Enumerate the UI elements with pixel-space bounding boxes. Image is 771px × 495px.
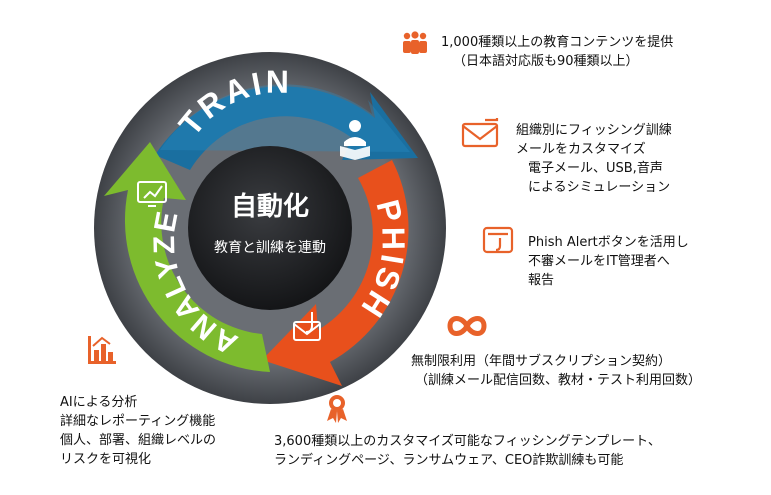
analytics-monitor-icon [137, 181, 167, 207]
center-hub [188, 146, 352, 310]
feature-custom-mail-line: によるシミュレーション [528, 180, 671, 195]
phish-arrow [262, 160, 409, 386]
people-group-icon [403, 31, 427, 54]
center-title: 自動化 [231, 191, 309, 222]
feature-templates-line: ランディングページ、ランサムウェア、CEO詐欺訓練も可能 [274, 453, 624, 468]
feature-unlimited-line: （訓練メール配信回数、教材・テスト利用回数） [415, 373, 702, 388]
feature-custom-mail-line: 組織別にフィッシング訓練 [516, 123, 672, 138]
phishing-mail-icon [293, 312, 321, 341]
feature-templates-line: 3,600種類以上のカスタマイズ可能なフィッシングテンプレート、 [274, 434, 661, 449]
feature-custom-mail-line: 電子メール、USB,音声 [528, 161, 663, 176]
award-ribbon-icon [327, 395, 347, 423]
feature-custom-mail-line: メールをカスタマイズ [516, 142, 646, 157]
feature-custom-mail-text: 組織別にフィッシング訓練 メールをカスタマイズ 電子メール、USB,音声 による… [516, 121, 672, 197]
feature-unlimited-line: 無制限利用（年間サブスクリプション契約） [411, 354, 672, 369]
feature-analysis-line: 個人、部署、組織レベルの [60, 433, 217, 448]
feature-analysis-line: 詳細なレポーティング機能 [60, 414, 216, 429]
infinity-icon [447, 316, 487, 336]
feature-templates-text: 3,600種類以上のカスタマイズ可能なフィッシングテンプレート、 ランディングペ… [274, 432, 661, 470]
feature-phish-alert-line: 不審メールをIT管理者へ [528, 254, 670, 269]
feature-content-line: 1,000種類以上の教育コンテンツを提供 [441, 35, 674, 50]
bar-chart-icon [88, 336, 116, 364]
feature-unlimited-text: 無制限利用（年間サブスクリプション契約） （訓練メール配信回数、教材・テスト利用… [411, 352, 701, 390]
feature-content-text: 1,000種類以上の教育コンテンツを提供 （日本語対応版も90種類以上） [441, 33, 673, 71]
alert-button-icon [482, 226, 514, 254]
center-subtitle: 教育と訓練を連動 [214, 240, 326, 256]
analyze-arrow [104, 142, 270, 372]
feature-content-line: （日本語対応版も90種類以上） [453, 54, 639, 69]
feature-phish-alert-text: Phish Alertボタンを活用し 不審メールをIT管理者へ 報告 [528, 233, 689, 290]
feature-phish-alert-line: 報告 [528, 273, 555, 288]
feature-phish-alert-line: Phish Alertボタンを活用し [528, 235, 689, 250]
mail-icon [461, 118, 499, 148]
trainer-reading-icon [340, 120, 370, 160]
feature-analysis-line: AIによる分析 [60, 395, 138, 410]
train-arrow [155, 86, 418, 170]
train-arrow-highlight [160, 84, 410, 152]
feature-analysis-text: AIによる分析 詳細なレポーティング機能 個人、部署、組織レベルの リスクを可視… [60, 393, 216, 469]
feature-analysis-line: リスクを可視化 [60, 452, 152, 467]
